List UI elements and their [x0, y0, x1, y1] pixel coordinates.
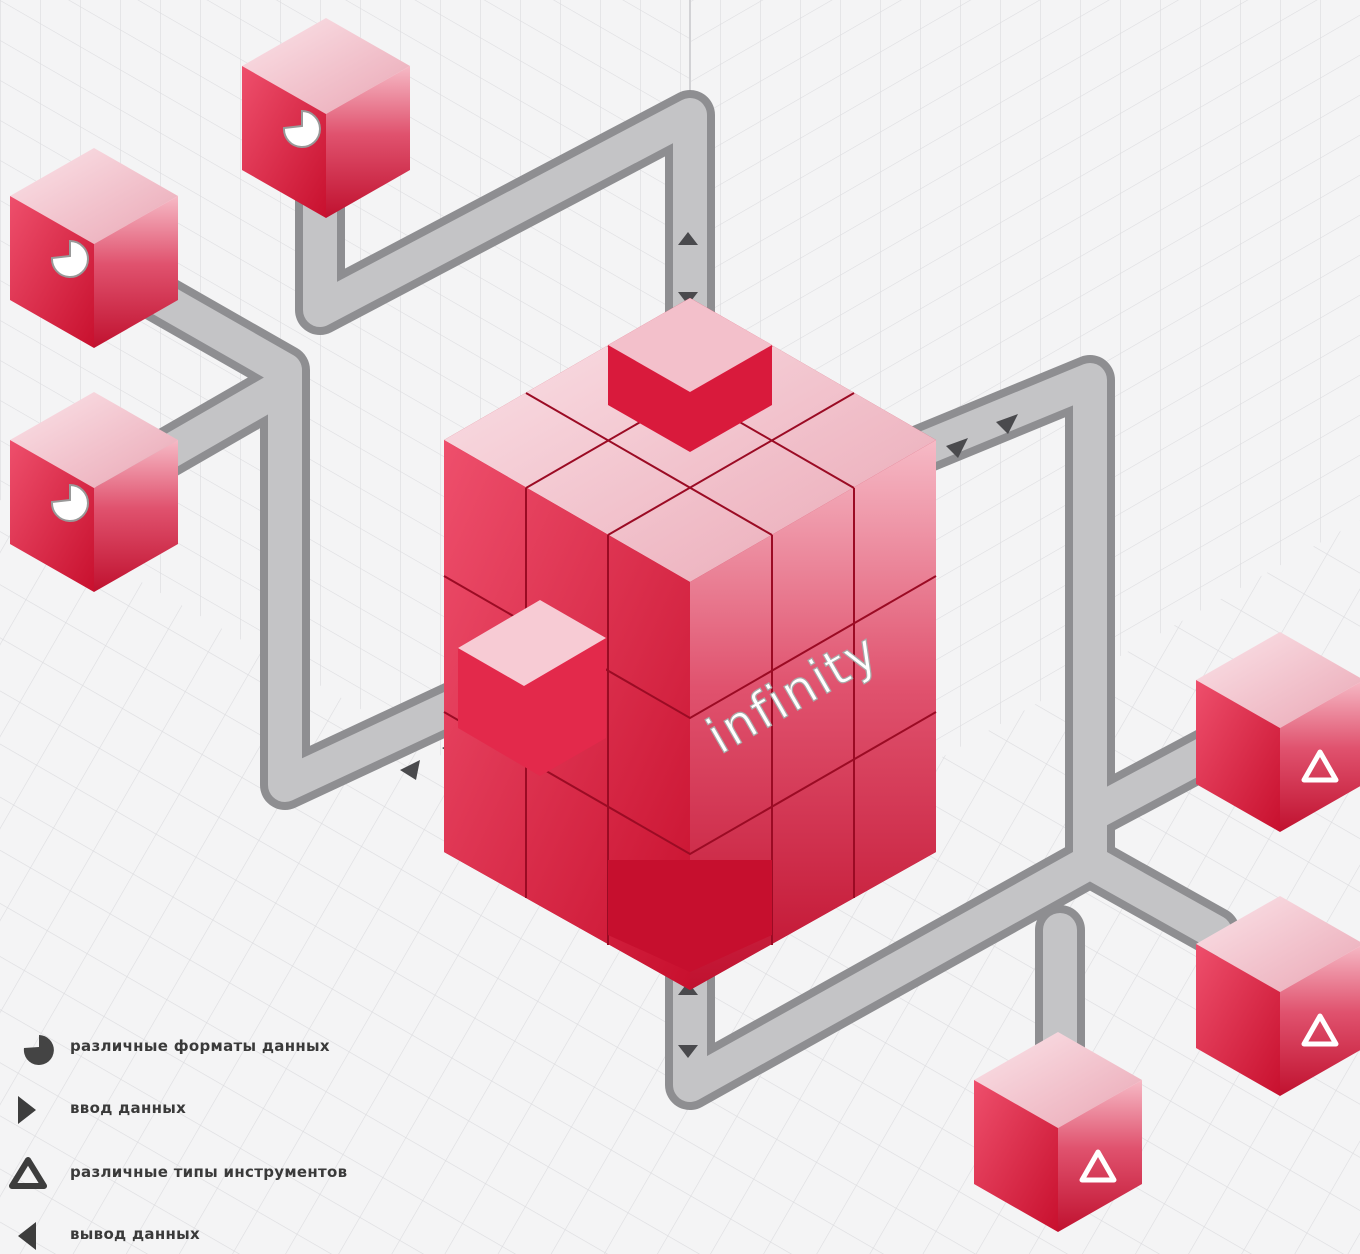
- instrument-types-icon: [1079, 1149, 1117, 1183]
- legend-label: различные форматы данных: [70, 1037, 330, 1055]
- down-arrow-icon: [678, 292, 698, 305]
- down-arrow-icon: [678, 1045, 698, 1058]
- legend: различные форматы данных ввод данных раз…: [6, 1030, 426, 1254]
- input-arrow-icon: [18, 1096, 36, 1124]
- input-arrow-icon: [400, 760, 420, 780]
- source-cube: [10, 148, 178, 348]
- legend-label: вывод данных: [70, 1225, 200, 1243]
- legend-item-instruments: различные типы инструментов: [6, 1156, 426, 1192]
- legend-item-input: ввод данных: [6, 1092, 426, 1128]
- legend-item-output: вывод данных: [6, 1218, 426, 1254]
- legend-label: ввод данных: [70, 1099, 187, 1117]
- legend-item-formats: различные форматы данных: [6, 1030, 426, 1066]
- data-format-icon: [282, 109, 321, 148]
- central-cube: infinity: [443, 298, 937, 990]
- data-format-icon: [50, 483, 89, 522]
- legend-label: различные типы инструментов: [70, 1163, 348, 1181]
- up-arrow-icon: [678, 232, 698, 245]
- source-cube: [10, 392, 178, 592]
- data-format-icon: [50, 239, 89, 278]
- output-arrow-icon: [946, 438, 968, 458]
- instrument-types-icon: [1301, 749, 1339, 783]
- data-format-icon: [23, 1035, 54, 1065]
- output-arrow-icon: [18, 1222, 36, 1250]
- source-cube: [242, 18, 410, 218]
- instrument-types-icon: [1301, 1013, 1339, 1047]
- instrument-types-icon: [9, 1157, 47, 1189]
- instrument-cube: [1196, 632, 1360, 832]
- output-arrow-icon: [996, 414, 1018, 434]
- instrument-cube: [1196, 896, 1360, 1096]
- instrument-cube: [974, 1032, 1142, 1232]
